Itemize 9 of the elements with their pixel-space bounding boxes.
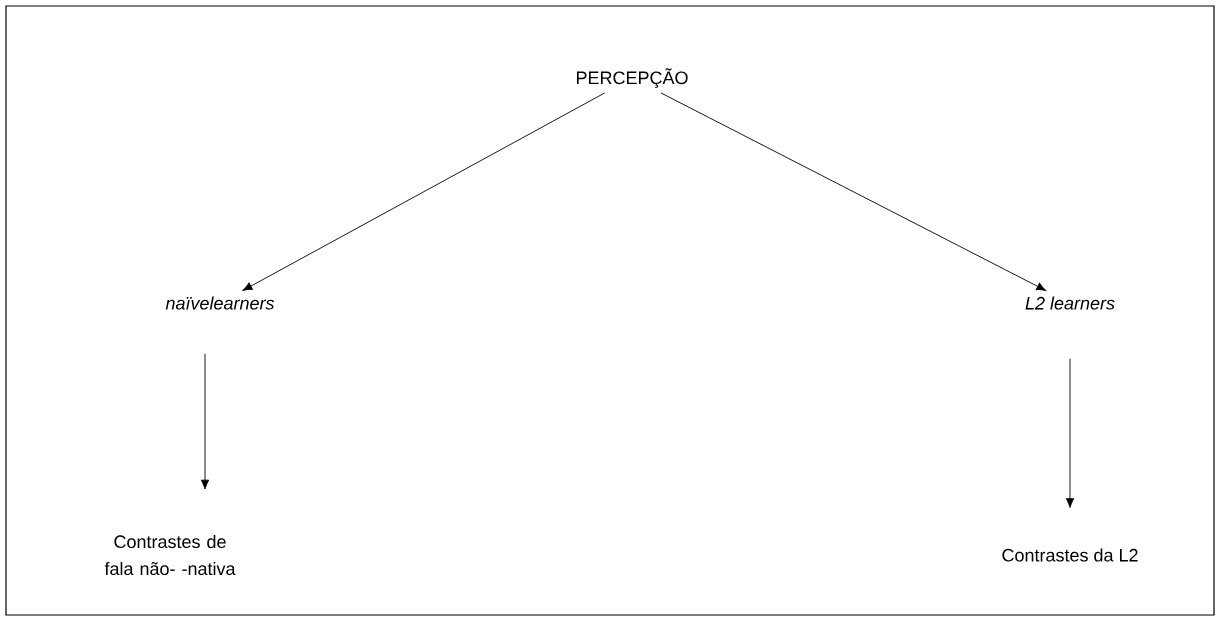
node-text: naïvelearners <box>165 296 275 310</box>
node-text: Contrastes de fala não- -nativa <box>104 534 236 576</box>
node-text: L2 learners <box>1025 296 1115 310</box>
arrow <box>1065 358 1075 508</box>
arrow <box>242 92 606 291</box>
node-text: PERCEPÇÃO <box>576 68 688 88</box>
arrow <box>660 92 1047 291</box>
arrow <box>200 353 210 490</box>
node-text: Contrastes da L2 <box>1002 548 1138 562</box>
